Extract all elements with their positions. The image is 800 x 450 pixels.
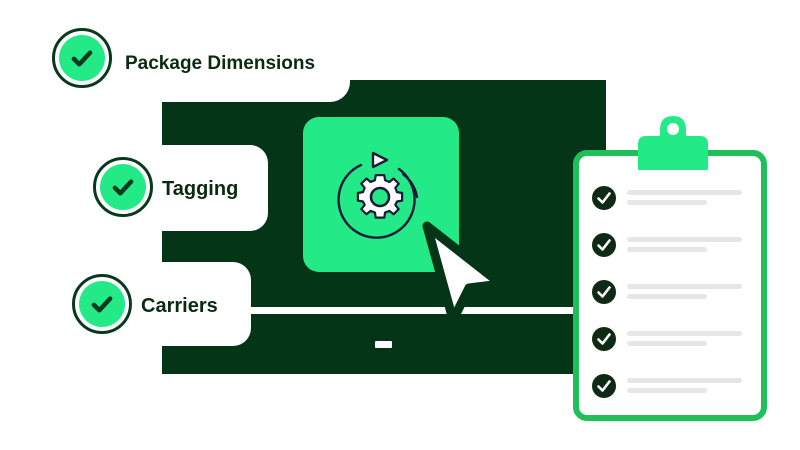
task-checkmark-icon xyxy=(592,233,616,257)
task-checkmark-icon xyxy=(592,186,616,210)
monitor-power-indicator xyxy=(375,341,392,348)
gear-sync-icon xyxy=(337,151,419,239)
checkmark-icon xyxy=(93,157,153,217)
task-placeholder-line xyxy=(627,331,742,336)
task-placeholder-line xyxy=(627,294,707,299)
task-checkmark-icon xyxy=(592,374,616,398)
task-placeholder-line xyxy=(627,190,742,195)
clipboard-task-row xyxy=(590,278,750,306)
task-placeholder-line xyxy=(627,284,742,289)
task-checkmark-icon xyxy=(592,327,616,351)
checkmark-icon xyxy=(72,274,132,334)
feature-item-tagging: Tagging xyxy=(0,145,268,231)
clipboard-task-row xyxy=(590,231,750,259)
task-checkmark-icon xyxy=(592,280,616,304)
checkmark-icon xyxy=(52,28,112,88)
task-placeholder-line xyxy=(627,237,742,242)
task-placeholder-line xyxy=(627,378,742,383)
feature-label: Carriers xyxy=(141,295,218,317)
feature-label: Package Dimensions xyxy=(125,53,316,74)
feature-item-carriers: Carriers xyxy=(0,262,251,346)
clipboard-clip-icon xyxy=(638,116,708,170)
feature-item-package-dimensions: Package Dimensions xyxy=(0,22,350,102)
clipboard-task-row xyxy=(590,372,750,400)
task-placeholder-line xyxy=(627,388,707,393)
task-placeholder-line xyxy=(627,200,707,205)
task-placeholder-line xyxy=(627,247,707,252)
mouse-pointer-icon xyxy=(422,221,506,325)
feature-label: Tagging xyxy=(162,178,239,200)
clipboard-task-row xyxy=(590,325,750,353)
task-placeholder-line xyxy=(627,341,707,346)
monitor-divider xyxy=(162,307,606,314)
clipboard-task-row xyxy=(590,184,750,212)
